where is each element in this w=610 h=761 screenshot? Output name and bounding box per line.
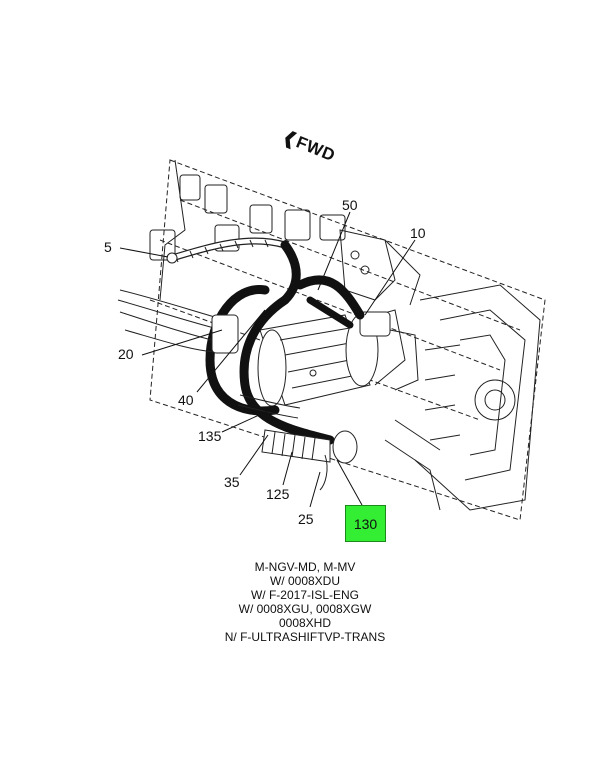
callout-50: 50: [342, 197, 358, 213]
note-line: N/ F-ULTRASHIFTVP-TRANS: [224, 630, 386, 644]
battery-cables: [205, 240, 365, 445]
note-line: 0008XHD: [278, 616, 332, 630]
engine-block: [149, 159, 546, 521]
callout-5: 5: [104, 239, 112, 255]
braided-hose: [166, 237, 286, 264]
callout-130-highlight[interactable]: 130: [345, 505, 386, 542]
callout-135: 135: [198, 428, 222, 444]
callout-40: 40: [178, 392, 194, 408]
lower-conduit: [261, 429, 358, 491]
callout-35: 35: [224, 474, 240, 490]
wire-harness: [117, 289, 301, 419]
note-line: M-NGV-MD, M-MV: [254, 560, 356, 574]
callout-20: 20: [118, 346, 134, 362]
note-line: W/ 0008XDU: [269, 574, 341, 588]
flywheel-housing: [384, 284, 541, 511]
callout-125: 125: [266, 486, 290, 502]
note-line: W/ 0008XGU, 0008XGW: [238, 602, 372, 616]
callout-130: 130: [353, 515, 378, 532]
leader-lines: [119, 211, 416, 508]
engine-block-details: [149, 159, 421, 306]
callout-25: 25: [298, 511, 314, 527]
starter-motor: [257, 309, 419, 407]
applicability-notes: M-NGV-MD, M-MV W/ 0008XDU W/ F-2017-ISL-…: [0, 560, 610, 644]
callout-10: 10: [410, 225, 426, 241]
note-line: W/ F-2017-ISL-ENG: [250, 588, 360, 602]
